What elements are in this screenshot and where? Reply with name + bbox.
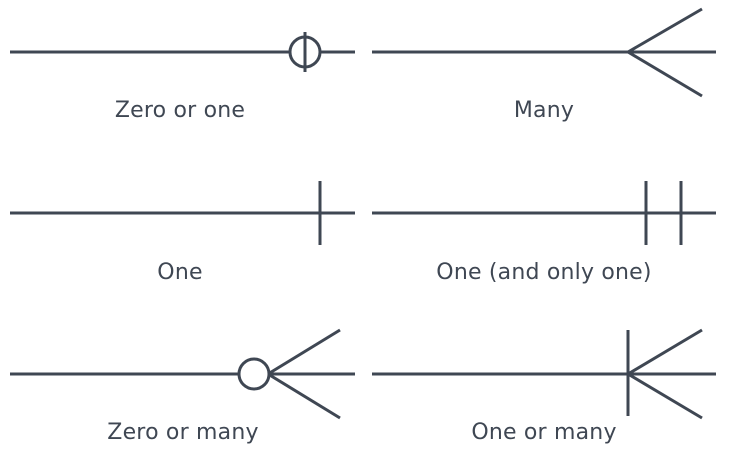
zero-or-one-symbol	[10, 32, 355, 72]
notation-label: Zero or many	[107, 420, 259, 445]
notation-label: One	[157, 260, 203, 285]
crow-foot-prong	[267, 372, 341, 420]
crow-foot-prong	[267, 328, 341, 376]
notation-zero-or-one: Zero or one	[0, 0, 366, 150]
crow-foot-prong	[627, 328, 703, 376]
notation-many: Many	[366, 0, 732, 150]
crow-foot-prong	[627, 372, 703, 420]
notation-label: Many	[513, 98, 575, 123]
crow-foot-prong	[627, 7, 703, 54]
notation-one-and-only-one: One (and only one)	[366, 160, 732, 310]
one-or-many-symbol	[372, 328, 716, 420]
notation-zero-or-many: Zero or many	[0, 320, 366, 461]
one-symbol	[10, 181, 355, 245]
notation-label: One (and only one)	[436, 260, 652, 285]
notation-label: One or many	[471, 420, 617, 445]
crow-foot-prong	[627, 50, 703, 98]
zero-or-many-symbol	[10, 328, 355, 420]
one-and-only-one-symbol	[372, 181, 716, 245]
zero-circle	[237, 357, 271, 391]
many-symbol	[372, 7, 716, 98]
notation-one: One	[0, 160, 366, 310]
notation-one-or-many: One or many	[366, 320, 732, 461]
notation-label: Zero or one	[114, 98, 246, 123]
